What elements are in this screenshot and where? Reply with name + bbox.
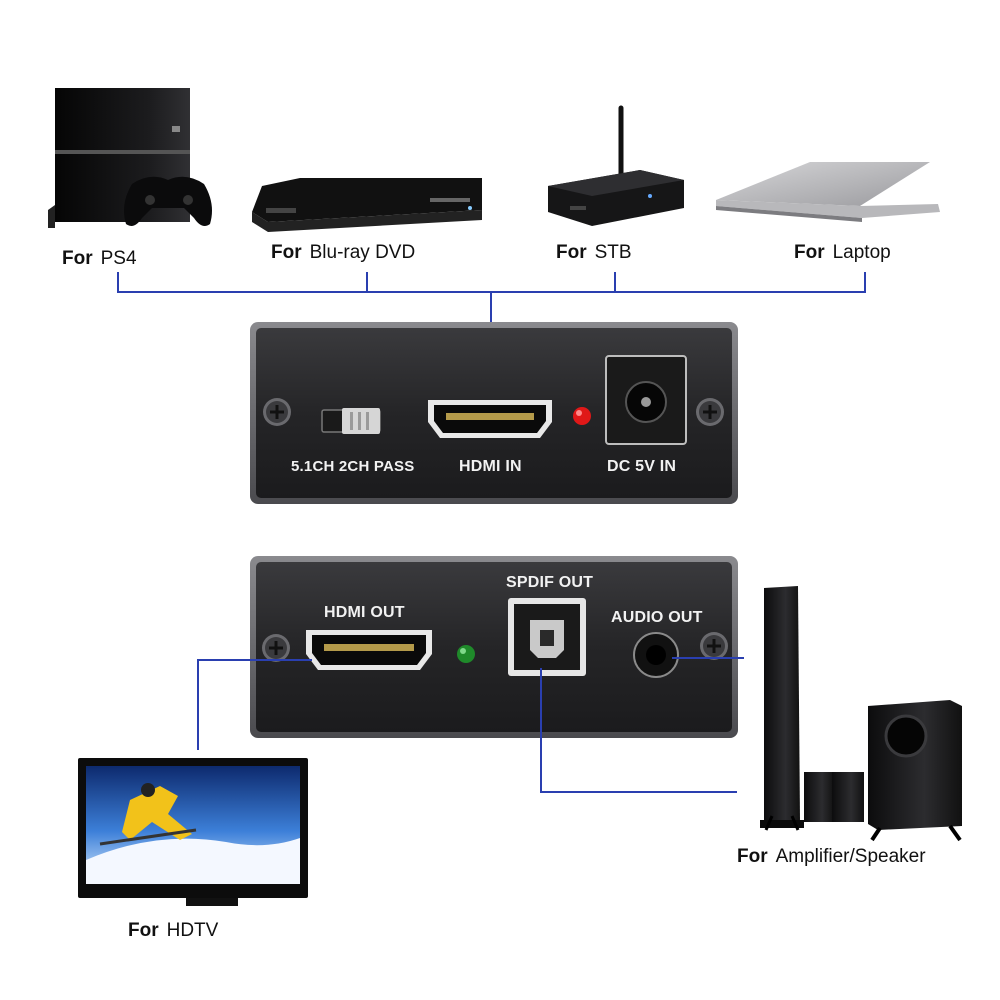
spdif-optical-port[interactable] xyxy=(508,598,586,676)
power-led-red xyxy=(573,407,591,425)
label-bluray: For Blu-ray DVD xyxy=(271,242,415,264)
screw-icon xyxy=(696,398,724,426)
for-word: For xyxy=(62,248,93,269)
hdmi-in-label: HDMI IN xyxy=(459,458,522,475)
label-stb: For STB xyxy=(556,242,632,264)
spdif-out-label: SPDIF OUT xyxy=(506,574,594,591)
input-panel xyxy=(250,322,738,504)
label-ps4-text: PS4 xyxy=(100,248,137,269)
for-word: For xyxy=(128,920,159,941)
stb-device-icon xyxy=(548,105,684,226)
screw-icon xyxy=(700,632,728,660)
bluray-player-icon xyxy=(252,178,482,232)
audio-out-jack[interactable] xyxy=(633,632,679,678)
status-led-green xyxy=(457,645,475,663)
dc-in-label: DC 5V IN xyxy=(607,458,677,475)
for-word: For xyxy=(737,846,768,867)
label-ps4: For PS4 xyxy=(62,248,137,270)
speaker-system-icon xyxy=(760,586,962,842)
audio-out-label: AUDIO OUT xyxy=(611,609,703,626)
hdmi-in-port[interactable] xyxy=(428,400,552,438)
output-wires xyxy=(197,657,744,793)
label-speaker: For Amplifier/Speaker xyxy=(737,846,926,868)
for-word: For xyxy=(271,242,302,263)
hdmi-out-label: HDMI OUT xyxy=(324,604,405,621)
switch-label: 5.1CH 2CH PASS xyxy=(291,458,415,475)
label-hdtv: For HDTV xyxy=(128,920,218,942)
label-hdtv-text: HDTV xyxy=(166,920,219,941)
for-word: For xyxy=(794,242,825,263)
ps4-device-icon xyxy=(48,88,212,228)
label-laptop: For Laptop xyxy=(794,242,891,264)
label-speaker-text: Amplifier/Speaker xyxy=(775,846,926,867)
output-panel xyxy=(250,556,738,738)
label-stb-text: STB xyxy=(594,242,632,263)
hdtv-device-icon xyxy=(78,758,308,906)
screw-icon xyxy=(263,398,291,426)
hdmi-out-port[interactable] xyxy=(306,630,432,670)
mode-switch[interactable] xyxy=(321,408,381,434)
dc-power-jack[interactable] xyxy=(605,355,687,445)
label-laptop-text: Laptop xyxy=(832,242,891,263)
screw-icon xyxy=(262,634,290,662)
label-bluray-text: Blu-ray DVD xyxy=(309,242,416,263)
laptop-device-icon xyxy=(716,162,940,222)
for-word: For xyxy=(556,242,587,263)
